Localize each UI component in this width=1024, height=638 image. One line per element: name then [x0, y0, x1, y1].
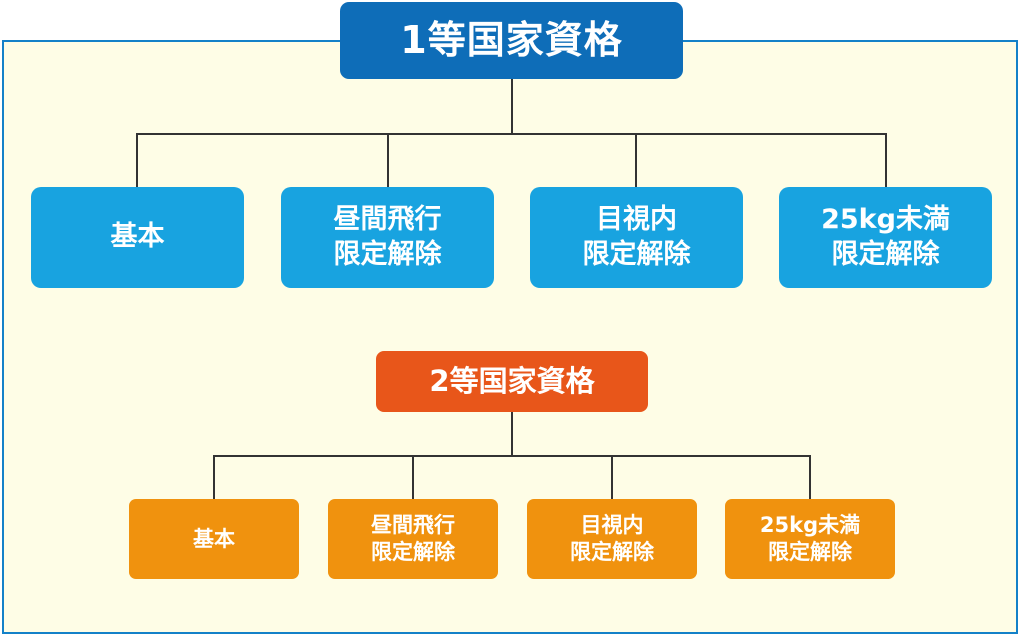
level2-item-label: 目視内: [580, 513, 644, 538]
level2-item-sublabel: 限定解除: [371, 540, 455, 564]
level1-item-sublabel: 限定解除: [582, 238, 691, 270]
level2-item-sublabel: 限定解除: [768, 540, 852, 564]
level2-item-label: 昼間飛行: [371, 513, 455, 538]
level2-item-label: 基本: [193, 526, 235, 551]
level2-item-weight: 25kg未満 限定解除: [725, 499, 895, 579]
level2-item-sublabel: 限定解除: [570, 540, 654, 564]
level1-item-weight: 25kg未満 限定解除: [779, 187, 992, 288]
level1-item-label: 昼間飛行: [333, 203, 442, 235]
level2-title-box: 2等国家資格: [376, 351, 648, 412]
level1-title-box: 1等国家資格: [340, 2, 683, 79]
level2-title: 2等国家資格: [429, 363, 595, 398]
level2-item-visual: 目視内 限定解除: [527, 499, 697, 579]
level1-title: 1等国家資格: [400, 18, 623, 63]
level1-item-sublabel: 限定解除: [831, 238, 940, 270]
level1-item-visual: 目視内 限定解除: [530, 187, 743, 288]
level2-item-daytime: 昼間飛行 限定解除: [328, 499, 498, 579]
level1-item-basic: 基本: [31, 187, 244, 288]
level2-item-label: 25kg未満: [759, 513, 861, 538]
level2-item-basic: 基本: [129, 499, 299, 579]
level1-item-label: 目視内: [596, 203, 677, 235]
level1-item-daytime: 昼間飛行 限定解除: [281, 187, 494, 288]
level1-item-sublabel: 限定解除: [333, 238, 442, 270]
level1-item-label: 25kg未満: [821, 203, 950, 235]
level1-item-label: 基本: [110, 221, 165, 253]
